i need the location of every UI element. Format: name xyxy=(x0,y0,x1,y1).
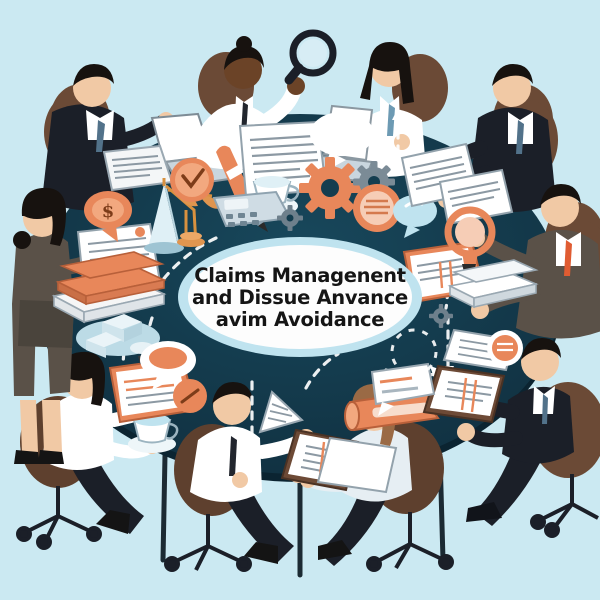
dollar-bubble-icon: $ xyxy=(84,191,132,242)
documents-right-upper-icon xyxy=(400,142,514,226)
book-stack-right-icon xyxy=(447,259,539,309)
circle-pen-icon xyxy=(173,379,207,413)
chair-wheels-right-lower xyxy=(530,474,599,538)
gear-large-icon xyxy=(299,157,361,219)
lightbulb-icon xyxy=(444,206,496,272)
magnifier-icon xyxy=(284,29,337,85)
center-badge xyxy=(178,237,422,357)
person-man-bottom-center xyxy=(174,382,315,564)
speech-bubble-orange-icon xyxy=(140,341,196,390)
person-woman-left-standing xyxy=(12,187,121,464)
gear-mini-icon xyxy=(277,205,303,231)
list-circle-icon xyxy=(353,184,401,232)
person-man-lightbulb xyxy=(467,184,600,339)
chair-wheels-bottom-center xyxy=(164,514,252,572)
document-triangle-icon xyxy=(258,390,304,434)
list-disc-right-icon xyxy=(487,330,523,366)
cube-chart-icon xyxy=(76,314,160,358)
chair-wheels-bottom-right xyxy=(366,512,454,572)
chair-wheels-bottom-left xyxy=(16,486,102,550)
svg-text:$: $ xyxy=(102,201,115,222)
clipboard-right-lower-icon xyxy=(422,364,506,424)
gear-mini-right-icon xyxy=(429,304,453,328)
clock-check-icon xyxy=(170,158,214,202)
documents-bottom-center-icon xyxy=(316,436,398,494)
book-stack-icon xyxy=(51,251,167,324)
dashed-ring-decoration xyxy=(390,328,438,376)
calculator-icon xyxy=(212,190,292,228)
